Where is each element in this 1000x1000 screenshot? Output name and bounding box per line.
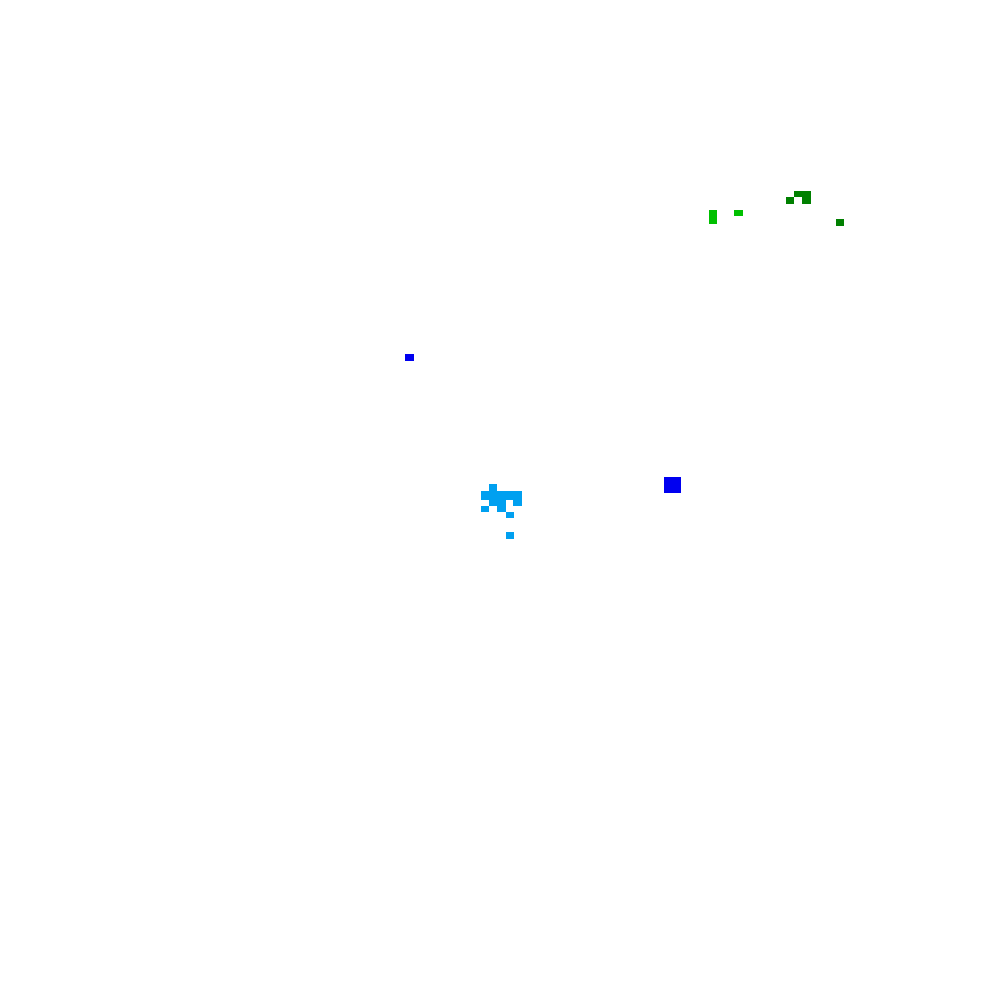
light-blue-pixel-block xyxy=(506,532,514,539)
light-blue-pixel-block xyxy=(489,484,497,491)
dark-green-pixel-block xyxy=(794,191,811,197)
dark-green-pixel-block xyxy=(836,219,844,226)
light-green-pixel-block xyxy=(734,210,743,216)
dark-blue-pixel-block xyxy=(664,477,681,493)
light-blue-pixel-block xyxy=(489,500,506,506)
dark-green-pixel-block xyxy=(786,197,794,204)
light-blue-pixel-block xyxy=(506,512,514,518)
light-blue-pixel-block xyxy=(497,506,506,512)
light-blue-pixel-block xyxy=(481,491,522,500)
dark-blue-pixel-block xyxy=(405,354,414,361)
dark-green-pixel-block xyxy=(802,197,811,204)
light-blue-pixel-block xyxy=(481,506,489,512)
light-blue-pixel-block xyxy=(513,500,522,506)
light-green-pixel-block xyxy=(709,210,717,224)
